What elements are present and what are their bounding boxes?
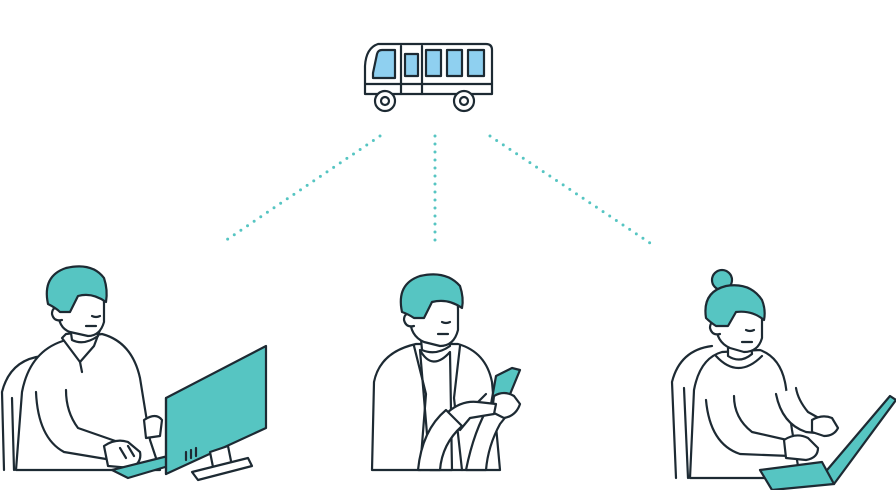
bus-wheel-front	[373, 89, 397, 113]
laptop-icon	[758, 394, 896, 490]
person-phone-user	[370, 273, 522, 472]
connector-right	[488, 134, 652, 245]
connector-left	[220, 134, 382, 245]
connection-lines	[220, 134, 652, 245]
person-desktop-worker	[0, 265, 268, 482]
desktop-monitor-icon	[164, 344, 268, 482]
person-laptop-worker	[670, 268, 896, 490]
bus-icon	[363, 42, 494, 113]
bus-wheel-rear	[452, 89, 476, 113]
